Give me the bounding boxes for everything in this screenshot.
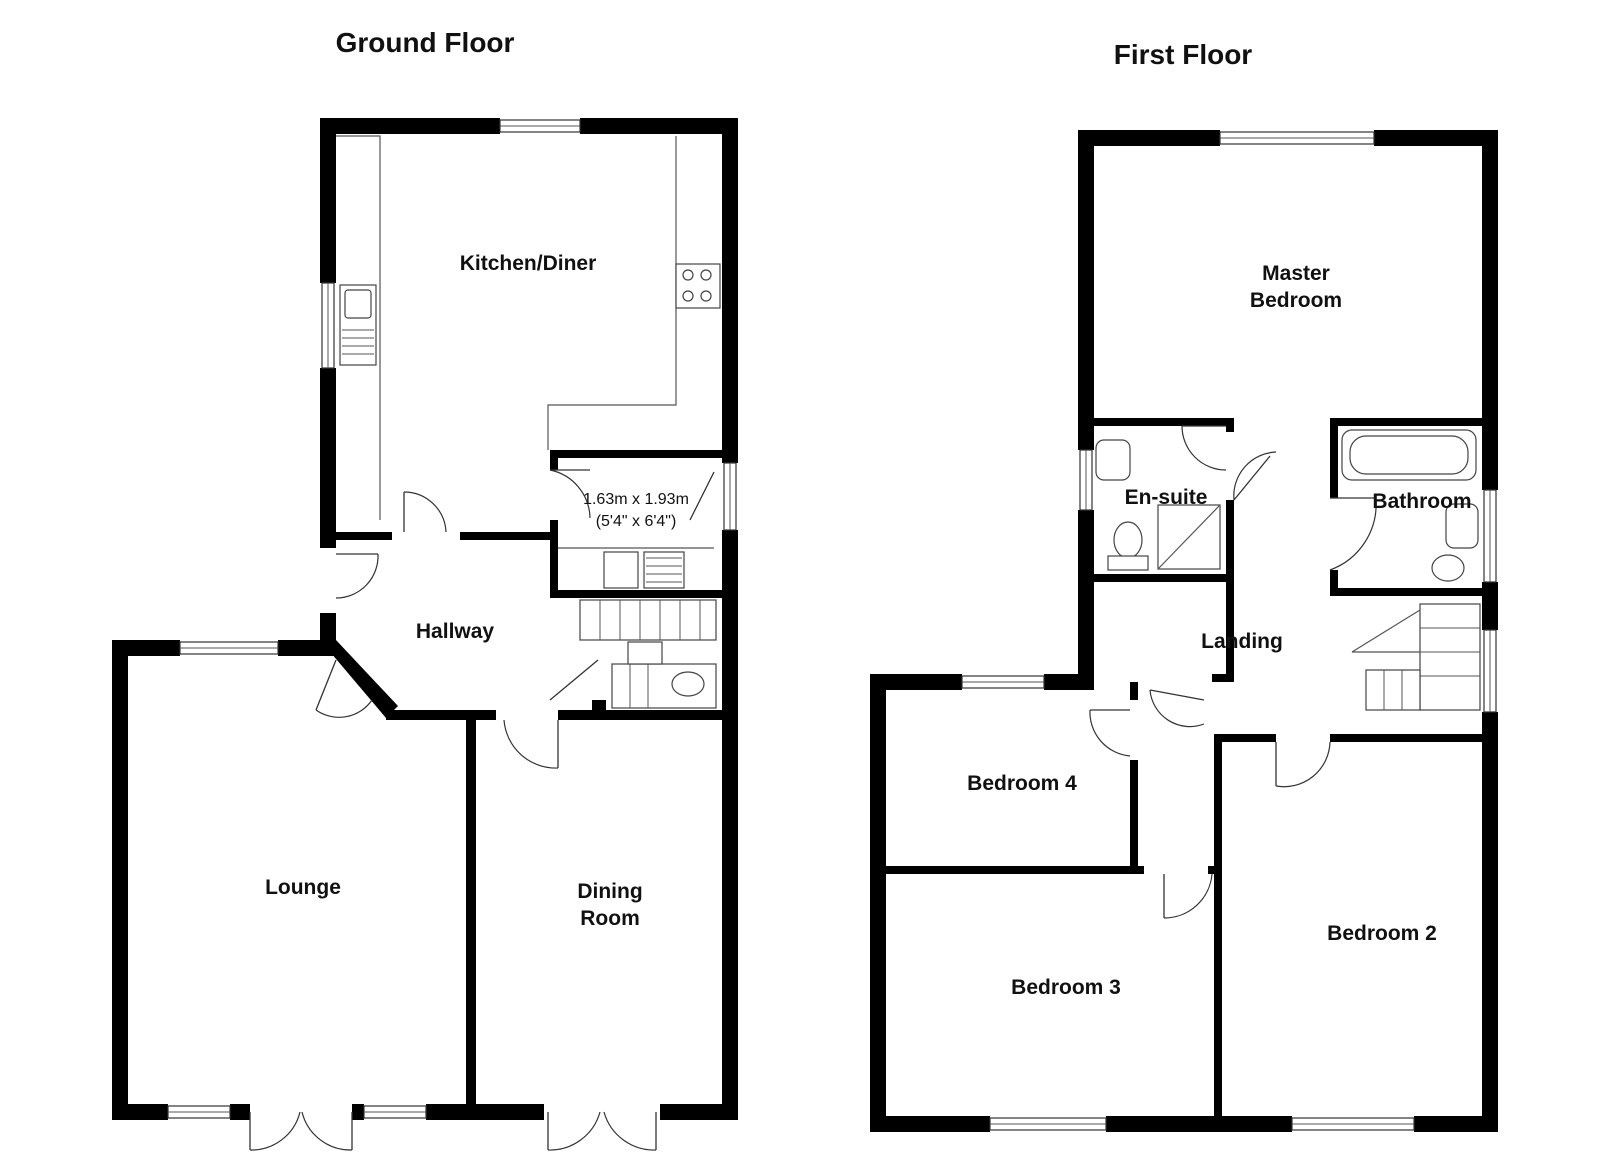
first-windows [961, 131, 1497, 1131]
ground-windows [167, 119, 737, 1119]
bathroom-basin [1445, 503, 1479, 549]
cloakroom-basin [627, 641, 663, 665]
room-label-dining-line1: Dining [577, 880, 642, 903]
ground-floor: Ground Floor [112, 27, 738, 1151]
first-stairs [1351, 603, 1481, 711]
first-floor: First Floor [870, 39, 1498, 1132]
hob [675, 263, 721, 309]
kitchen-fittings [336, 135, 721, 520]
first-walls [870, 130, 1498, 1132]
first-fixtures [1095, 429, 1481, 711]
bathroom-wc [1431, 554, 1465, 582]
room-label-master-line2: Bedroom [1250, 289, 1342, 312]
ensuite-basin [1095, 439, 1131, 481]
utility-sink [603, 551, 639, 589]
room-label-bedroom3: Bedroom 3 [1011, 976, 1121, 999]
ensuite-wc [1113, 521, 1143, 559]
room-label-master-line1: Master [1262, 262, 1330, 285]
first-doors [1089, 425, 1377, 919]
utility-dimension-imperial: (5'4" x 6'4") [596, 513, 677, 530]
room-label-kitchen-diner: Kitchen/Diner [460, 252, 597, 275]
room-label-bathroom: Bathroom [1372, 490, 1471, 513]
room-label-bedroom4: Bedroom 4 [967, 772, 1077, 795]
cloakroom-wc [671, 671, 705, 697]
room-label-ensuite: En-suite [1125, 486, 1208, 509]
ground-floor-title: Ground Floor [336, 27, 515, 58]
utility-dimension-metric: 1.63m x 1.93m [583, 491, 689, 508]
room-label-lounge: Lounge [265, 876, 341, 899]
ground-walls [112, 118, 738, 1120]
room-label-landing: Landing [1201, 630, 1283, 653]
first-floor-title: First Floor [1114, 39, 1253, 70]
room-label-dining-line2: Room [580, 907, 640, 930]
room-label-hallway: Hallway [416, 620, 495, 643]
ground-stairs [579, 599, 717, 709]
ground-doors [249, 469, 715, 1151]
room-label-bedroom2: Bedroom 2 [1327, 922, 1437, 945]
utility-fittings [558, 547, 714, 589]
